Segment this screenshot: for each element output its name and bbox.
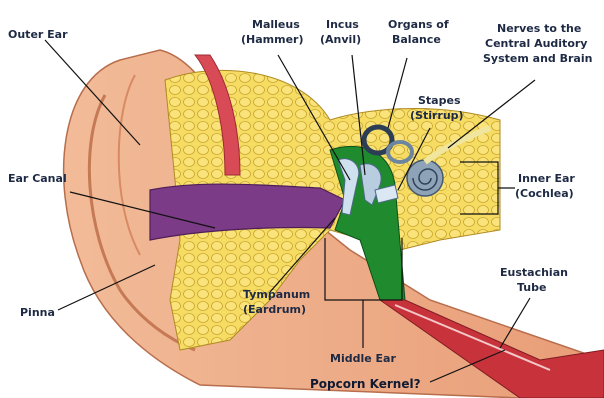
label-outer-ear: Outer Ear	[8, 28, 68, 41]
label-incus: Incus (Anvil)	[320, 18, 363, 46]
label-ear-canal: Ear Canal	[8, 172, 67, 185]
label-eustachian-tube: Eustachian Tube	[500, 266, 572, 294]
label-inner-ear: Inner Ear (Cochlea)	[515, 172, 579, 200]
label-middle-ear: Middle Ear	[330, 352, 396, 365]
label-pinna: Pinna	[20, 306, 55, 319]
label-organs-of-balance: Organs of Balance	[388, 18, 452, 46]
label-malleus: Malleus (Hammer)	[241, 18, 304, 46]
label-nerves: Nerves to the Central Auditory System an…	[483, 22, 592, 65]
label-popcorn-kernel: Popcorn Kernel?	[310, 377, 421, 391]
